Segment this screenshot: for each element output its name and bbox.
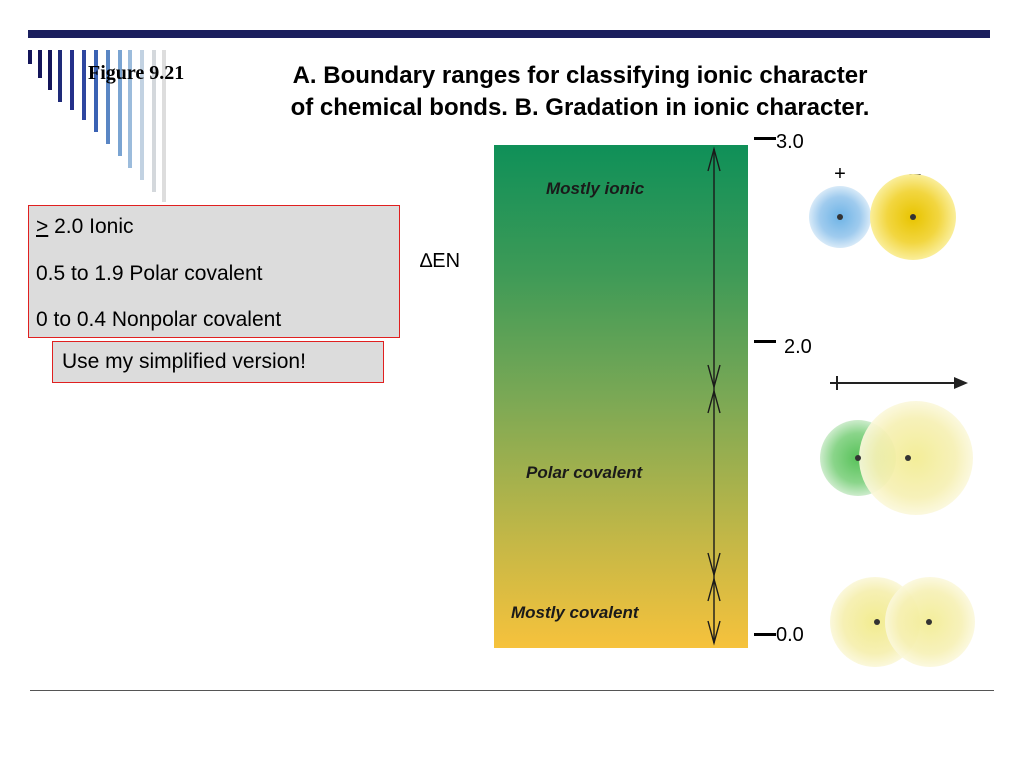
zone-polar-covalent: Polar covalent [526, 463, 643, 482]
ge-symbol: > [36, 215, 49, 238]
note-box: Use my simplified version! [52, 341, 384, 383]
deco-bar [162, 50, 166, 202]
delta-en-label: ∆EN [420, 250, 461, 272]
plus-charge: + [834, 163, 846, 185]
slide-title: A. Boundary ranges for classifying ionic… [200, 60, 960, 124]
zone-mostly-ionic: Mostly ionic [546, 179, 645, 198]
tick-label-3: 3.0 [776, 131, 804, 153]
deco-bar [82, 50, 86, 120]
zone-mostly-covalent: Mostly covalent [511, 603, 639, 622]
deco-bar [38, 50, 42, 78]
tick-2 [754, 340, 776, 343]
ionic-class-text: 2.0 Ionic [48, 215, 134, 238]
deco-bar [140, 50, 144, 180]
title-line-1: A. Boundary ranges for classifying ionic… [292, 62, 868, 89]
polar-nucleus-2 [905, 455, 911, 461]
bottom-rule [30, 690, 994, 691]
top-rule [28, 30, 990, 38]
tick-0 [754, 633, 776, 636]
ionic-character-gradient: Mostly ionic Polar covalent Mostly coval… [494, 145, 748, 648]
arrowhead-polar-start [707, 388, 721, 414]
deco-bar [152, 50, 156, 192]
partial-negative-cloud [859, 401, 973, 515]
deco-bar [58, 50, 62, 102]
deco-bar [118, 50, 122, 156]
covalent-bond-illustration [830, 577, 975, 667]
polar-nucleus-1 [855, 455, 861, 461]
classification-box: > 2.0 Ionic 0.5 to 1.9 Polar covalent 0 … [28, 205, 400, 338]
cation-nucleus [837, 214, 843, 220]
ionic-class: > 2.0 Ionic [36, 215, 134, 239]
title-line-2: of chemical bonds. B. Gradation in ionic… [290, 94, 870, 121]
arrowhead-top [707, 146, 721, 172]
bond-electron-diagram: + – [809, 163, 975, 667]
deco-bar [106, 50, 110, 144]
arrowhead-bottom [707, 620, 721, 646]
tick-3 [754, 137, 776, 140]
note-text: Use my simplified version! [62, 350, 306, 373]
polar-bond-illustration [820, 401, 973, 515]
ionic-bond-illustration: + – [809, 163, 956, 260]
dipole-arrow-icon [830, 376, 968, 390]
anion-nucleus [910, 214, 916, 220]
nonpolar-class: 0 to 0.4 Nonpolar covalent [36, 308, 282, 331]
covalent-nucleus-1 [874, 619, 880, 625]
tick-label-0: 0.0 [776, 624, 804, 646]
deco-bar [28, 50, 32, 64]
deco-bar [94, 50, 98, 132]
polar-class: 0.5 to 1.9 Polar covalent [36, 262, 263, 285]
deco-bar [70, 50, 74, 110]
arrowhead-polar-end [707, 552, 721, 578]
tick-label-2: 2.0 [784, 336, 812, 358]
covalent-nucleus-2 [926, 619, 932, 625]
range-arrows [707, 146, 721, 646]
arrowhead-ionic-end [707, 364, 721, 390]
figure-label: Figure 9.21 [88, 62, 185, 84]
arrowhead-covalent-start [707, 576, 721, 602]
deco-bar [48, 50, 52, 90]
deco-bar [128, 50, 132, 168]
